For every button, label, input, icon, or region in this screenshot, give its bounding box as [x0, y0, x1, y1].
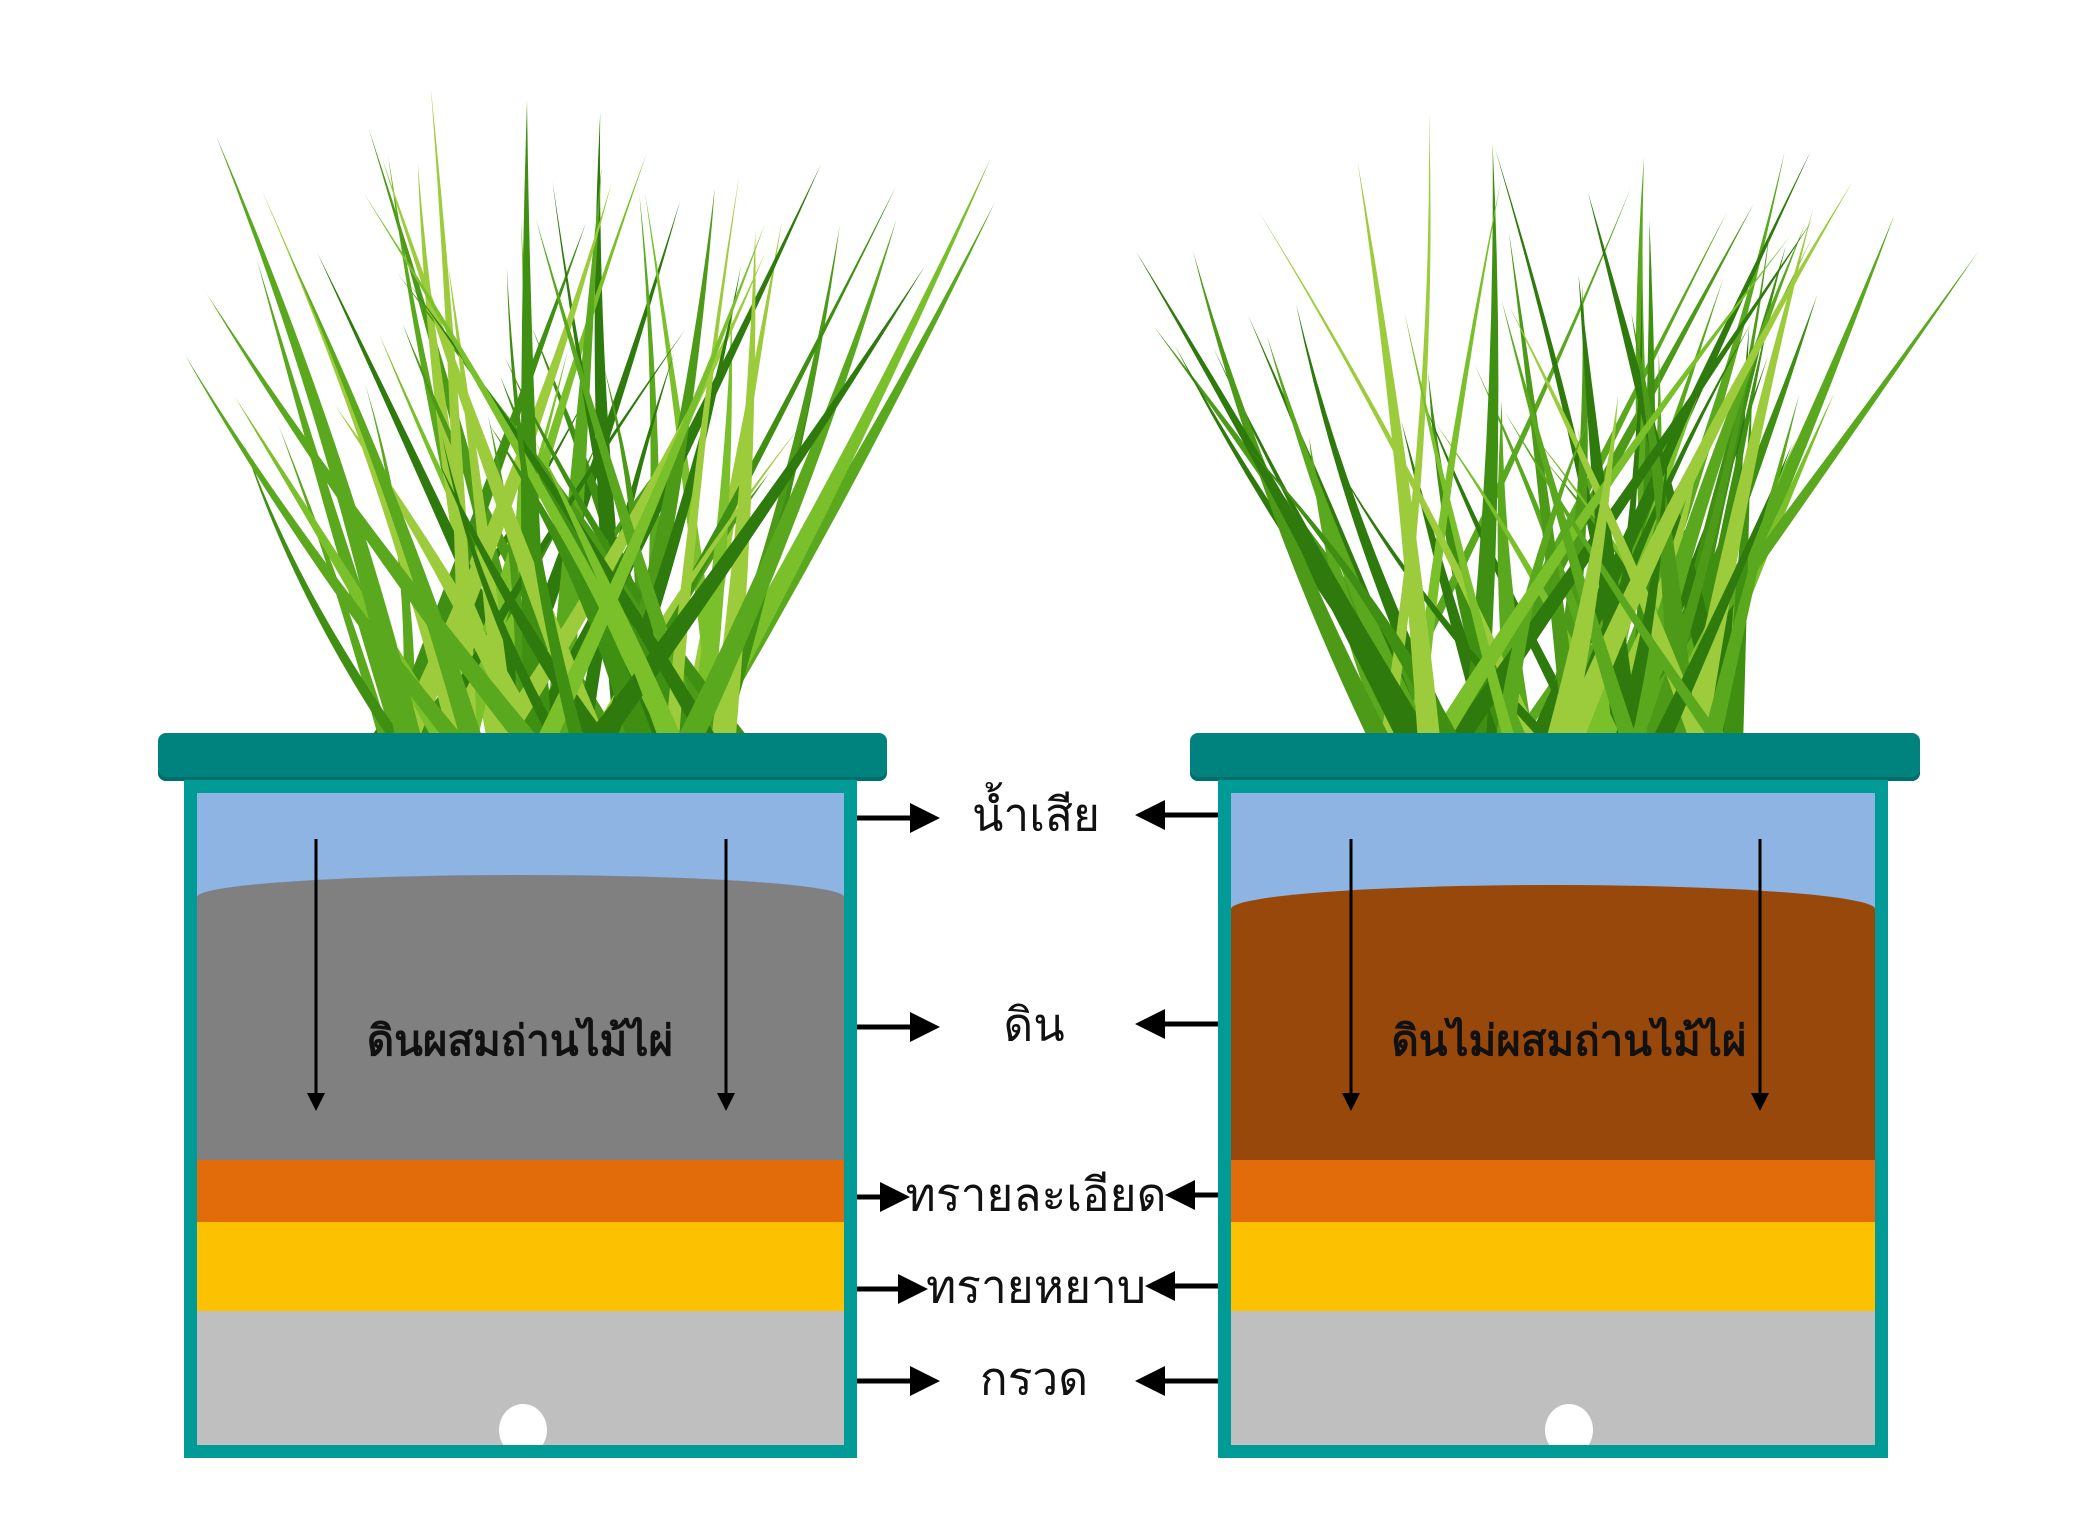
fine-sand-layer: [1231, 1160, 1875, 1222]
left-pot-rim: [158, 733, 887, 781]
grass-blade: [665, 176, 740, 736]
soil-layer: [1231, 885, 1875, 1175]
grass-blade: [408, 282, 716, 735]
grass-blade: [1558, 181, 1853, 736]
grass-blade: [1409, 179, 1502, 735]
fine-sand-layer: [197, 1160, 844, 1222]
soil-layer: [197, 875, 844, 1175]
grass-blade: [1615, 436, 1668, 735]
label-gravel: กรวด: [979, 1351, 1089, 1406]
grass-blade: [1245, 444, 1458, 735]
pointer-arrows: [857, 800, 1218, 1396]
right-pot-rim: [1190, 733, 1920, 781]
grass-blade: [1431, 234, 1792, 735]
grass-blade: [1497, 400, 1534, 735]
drain-hole: [1545, 1404, 1593, 1445]
grass-blade: [1508, 231, 1582, 735]
grass-blade: [535, 441, 681, 735]
right-pot: ดินไม่ผสมถ่านไม้ไผ่: [1218, 780, 1888, 1458]
coarse-sand-layer: [1231, 1222, 1875, 1311]
grass-blade: [1682, 209, 1814, 736]
grass-blade: [216, 135, 421, 736]
grass-blade: [430, 88, 477, 736]
grass-blade: [288, 251, 482, 735]
grass-blade: [1703, 394, 1800, 735]
label-soil: ดิน: [1003, 997, 1065, 1052]
label-wastewater: น้ำเสีย: [971, 787, 1101, 842]
grass-blade: [1462, 142, 1499, 735]
grass-blade: [488, 415, 531, 735]
label-fine-sand: ทรายละเอียด: [905, 1167, 1167, 1222]
grass-blade: [1381, 111, 1431, 735]
left-pot: ดินผสมถ่านไม้ไผ่: [184, 780, 857, 1458]
grass-blade: [545, 166, 602, 736]
pot-label: ดินไม่ผสมถ่านไม้ไผ่: [1391, 1016, 1747, 1065]
label-coarse-sand: ทรายหยาบ: [925, 1259, 1147, 1314]
pot-label: ดินผสมถ่านไม้ไผ่: [366, 1016, 674, 1065]
grass-blade: [1496, 414, 1591, 735]
coarse-sand-layer: [197, 1222, 844, 1311]
grass-blade: [489, 425, 653, 735]
grass-blade: [1357, 162, 1440, 735]
flow-arrows: [307, 839, 1769, 1111]
grass-blade: [1136, 251, 1418, 735]
grass-blade: [1509, 306, 1707, 735]
grass-blade: [1723, 390, 1753, 735]
grass-blade: [1547, 395, 1619, 735]
drain-hole: [499, 1404, 547, 1445]
